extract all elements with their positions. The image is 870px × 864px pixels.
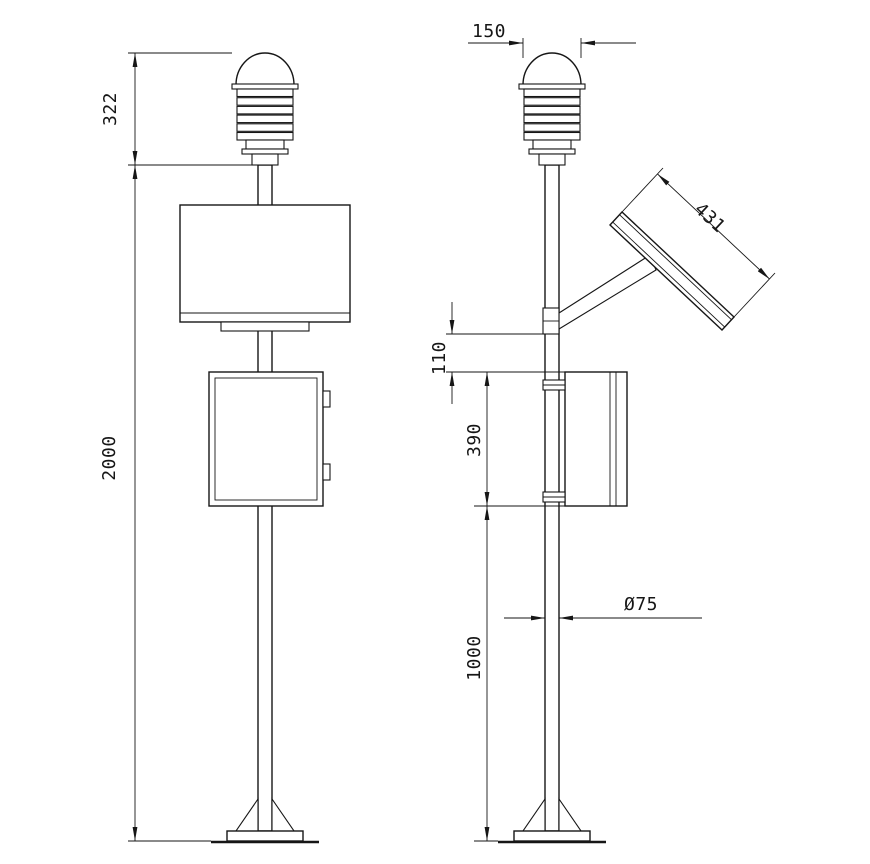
shield-louver xyxy=(523,88,581,98)
dimension-panel-to-box-offset: 110 xyxy=(429,302,565,404)
dimension-pole-total-height: 2000 xyxy=(99,165,211,842)
control-box-side xyxy=(542,371,628,507)
dimension-pole-diameter: Ø75 xyxy=(504,594,702,621)
shield-louver xyxy=(236,97,294,106)
shield-louver xyxy=(236,114,294,124)
dimension-label: 110 xyxy=(429,341,450,375)
shield-neck xyxy=(532,139,572,150)
dimension-line xyxy=(657,173,770,280)
radiation-shield-front xyxy=(231,52,299,166)
dimension-label: 2000 xyxy=(99,435,120,480)
door-hinge xyxy=(322,390,331,408)
shield-clamp-ring xyxy=(528,148,576,155)
side-view xyxy=(498,52,735,844)
base-side xyxy=(498,797,606,844)
base-gusset xyxy=(234,797,259,832)
shield-louver xyxy=(236,88,294,98)
shield-louver xyxy=(236,123,294,132)
solar-panel-face xyxy=(179,204,351,323)
shield-neck xyxy=(245,139,285,150)
extension-line xyxy=(621,167,664,213)
dimension-label: Ø75 xyxy=(624,594,658,615)
dimension-box-to-ground: 1000 xyxy=(464,506,498,842)
panel-support-arm xyxy=(558,254,657,330)
solar-panel-side xyxy=(542,211,735,335)
shield-dome-flange xyxy=(518,83,586,90)
base-plate xyxy=(226,830,304,842)
door-hinge xyxy=(322,463,331,481)
dimension-shield-diameter: 150 xyxy=(468,21,636,58)
radiation-shield-side xyxy=(518,52,586,166)
base-front xyxy=(211,797,319,844)
base-plate xyxy=(513,830,591,842)
shield-dome xyxy=(235,52,295,86)
shield-louver xyxy=(523,114,581,124)
dimension-label: 1000 xyxy=(464,635,485,680)
control-box-front xyxy=(208,371,331,507)
dimension-shield-height: 322 xyxy=(100,52,252,166)
front-view xyxy=(179,52,351,844)
shield-louver xyxy=(523,97,581,106)
shield-louver xyxy=(236,131,294,141)
shield-stem xyxy=(538,153,566,166)
control-box-body xyxy=(208,371,324,507)
dimension-label: 150 xyxy=(472,21,506,42)
shield-louver xyxy=(523,123,581,132)
base-gusset xyxy=(271,797,296,832)
dimension-label: 390 xyxy=(464,423,485,457)
shield-dome-flange xyxy=(231,83,299,90)
shield-stem xyxy=(251,153,279,166)
control-box-door xyxy=(214,377,318,501)
shield-dome xyxy=(522,52,582,86)
base-gusset xyxy=(558,797,583,832)
shield-louver xyxy=(523,131,581,141)
shield-louver xyxy=(523,105,581,115)
control-box-side-body xyxy=(564,371,628,507)
solar-panel-mount-strip xyxy=(220,321,310,332)
dimension-label: 322 xyxy=(100,92,121,126)
solar-panel-front xyxy=(179,204,351,332)
shield-clamp-ring xyxy=(241,148,289,155)
extension-line xyxy=(733,272,776,318)
shield-louver xyxy=(236,105,294,115)
base-gusset xyxy=(521,797,546,832)
dimension-label: 431 xyxy=(690,199,729,238)
